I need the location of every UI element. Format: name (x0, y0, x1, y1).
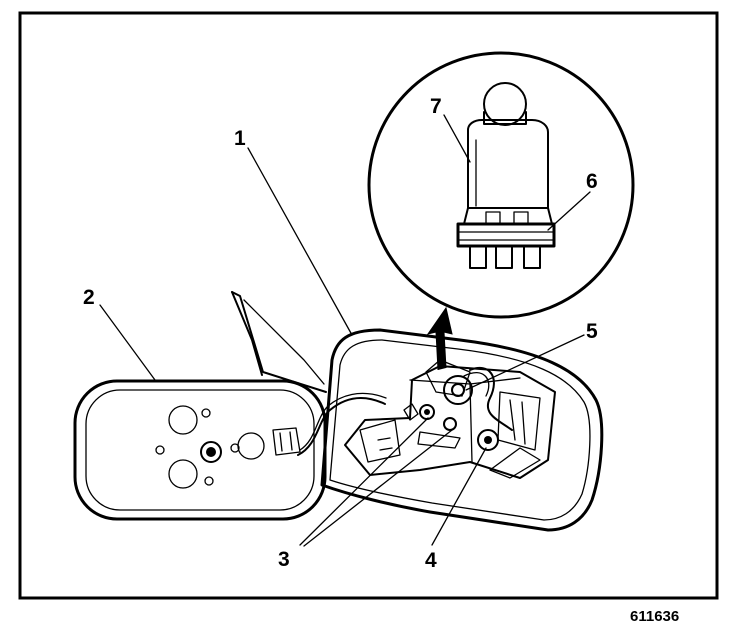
leader-line-5 (465, 334, 585, 391)
leader-lines (99, 114, 591, 547)
callout-6: 6 (586, 170, 598, 193)
leader-line-2 (99, 304, 156, 381)
mirror-glass (73, 379, 387, 521)
mirror-housing (231, 291, 604, 532)
leader-line-6 (547, 191, 591, 231)
callout-5: 5 (586, 320, 598, 343)
leader-line-3a (299, 417, 429, 546)
leader-line-4 (431, 447, 487, 546)
figure-id: 611636 (630, 608, 679, 625)
leader-line-7 (443, 114, 471, 163)
callout-1: 1 (234, 127, 246, 150)
removal-arrow (426, 306, 453, 371)
leader-line-1 (247, 147, 353, 336)
diagram-frame (18, 11, 719, 600)
callout-7: 7 (430, 95, 442, 118)
leader-line-3b (303, 429, 453, 547)
callout-3: 3 (278, 548, 290, 571)
callout-2: 2 (83, 286, 95, 309)
callout-4: 4 (425, 549, 437, 572)
relay-detail-inset (367, 51, 635, 319)
